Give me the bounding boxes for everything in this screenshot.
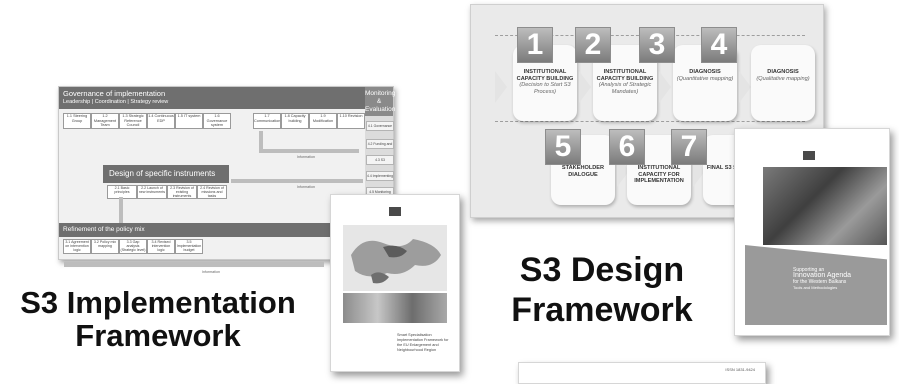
step-subtitle: (Quantitative mapping): [676, 75, 734, 82]
governance-item: 1.6 Governance system: [203, 113, 231, 129]
chevron-right-icon: [739, 71, 751, 103]
design-item: 2.2 Launch of new instruments: [137, 185, 167, 199]
information-label: Information: [202, 270, 220, 274]
step-number: 2: [575, 27, 611, 63]
monitoring-item: 4.2 Funding and skills: [366, 139, 394, 149]
flow-arrow-bottom: [64, 262, 324, 267]
governance-item: 1.3 Strategic Reference Council: [119, 113, 147, 129]
step-subtitle: (Decision to Start S3 Process): [519, 82, 571, 95]
design-instruments-title: Design of specific instruments: [109, 169, 216, 178]
cover-line: Tools and Methodologies: [793, 285, 838, 290]
step-title: DIAGNOSIS: [689, 69, 721, 75]
governance-item: 1.4 Continuous EDP: [147, 113, 175, 129]
cover-text: Smart Specialisation Implementation Fram…: [397, 333, 449, 352]
refinement-bar: Refinement of the policy mix: [59, 223, 365, 237]
title-line: Framework: [511, 291, 693, 329]
governance-bar: Governance of implementation Leadership …: [59, 87, 365, 109]
step-title: INSTITUTIONAL CAPACITY FOR IMPLEMENTATIO…: [634, 165, 684, 185]
step-title: DIAGNOSIS: [767, 69, 799, 75]
dashed-connector: [495, 121, 805, 122]
refinement-title: Refinement of the policy mix: [63, 226, 145, 233]
monitoring-item: 4.1 Governance mechanism: [366, 121, 394, 131]
step-number: 7: [671, 129, 707, 165]
step-number: 1: [517, 27, 553, 63]
information-label: Information: [297, 155, 315, 159]
cover-line: Innovation Agenda: [793, 272, 851, 279]
design-item: 2.4 Revision of missions and tasks: [197, 185, 227, 199]
design-instruments-bar: Design of specific instruments: [103, 165, 229, 183]
step-title: STAKEHOLDER DIALOGUE: [561, 165, 605, 178]
refinement-item: 3.1 Agreement on intervention logic: [63, 239, 91, 254]
step-number: 6: [609, 129, 645, 165]
eu-flag-icon: [389, 207, 401, 216]
cover-line: Supporting an: [793, 267, 825, 273]
flow-arrow: [259, 149, 359, 153]
third-report-cover: ISSN 1831-9424: [518, 362, 766, 384]
step-title: INSTITUTIONAL CAPACITY BUILDING: [516, 69, 574, 82]
cover-band: [745, 245, 887, 325]
information-label: Information: [297, 185, 315, 189]
eu-flag-icon: [803, 151, 815, 160]
monitoring-item: 4.4 Implementing monitoring: [366, 171, 394, 181]
governance-item: 1.5 IT system: [175, 113, 203, 129]
cover-line: for the Western Balkans: [793, 279, 847, 285]
title-line: S3 Design: [519, 251, 685, 289]
step-number: 4: [701, 27, 737, 63]
refinement-item: 3.5 Implementation budget: [175, 239, 203, 254]
governance-item: 1.8 Capacity building: [281, 113, 309, 129]
governance-item: 1.9 Modification: [309, 113, 337, 129]
step-title: INSTITUTIONAL CAPACITY BUILDING: [596, 69, 654, 82]
design-item: 2.3 Revision of existing instruments: [167, 185, 197, 199]
cover-photo-strip: [343, 293, 447, 323]
governance-title: Governance of implementation: [63, 89, 166, 98]
governance-subtitle: Leadership | Coordination | Strategy rev…: [63, 99, 169, 105]
title-line: S3 Implementation: [20, 285, 296, 320]
flow-arrow: [259, 131, 263, 153]
implementation-framework-diagram: Governance of implementation Leadership …: [58, 86, 395, 260]
monitoring-title: Monitoring & Evaluation: [365, 87, 395, 116]
step-subtitle: (Analysis of Strategic Mandates): [598, 82, 652, 95]
cover-code: ISSN 1831-9424: [725, 367, 755, 372]
flow-arrow: [231, 179, 363, 183]
governance-item: 1.1 Steering Group: [63, 113, 91, 129]
design-report-cover: Supporting an Innovation Agenda for the …: [734, 128, 890, 336]
chevron-right-icon: [495, 71, 507, 103]
cover-collage-image: [763, 167, 887, 245]
refinement-item: 3.2 Policy mix mapping: [91, 239, 119, 254]
refinement-item: 3.3 Gap analysis (Strategic level): [119, 239, 147, 254]
step-number: 3: [639, 27, 675, 63]
governance-item: 1.10 Revision: [337, 113, 365, 129]
governance-item: 1.7 Communication: [253, 113, 281, 129]
europe-map-icon: [343, 225, 447, 291]
chevron-right-icon: [659, 71, 671, 103]
step-number: 5: [545, 129, 581, 165]
refinement-item: 3.4 Revised intervention logic: [147, 239, 175, 254]
design-framework-title: S3 Design Framework: [482, 250, 722, 330]
design-step-4: DIAGNOSIS (Qualitative mapping): [751, 45, 815, 121]
flow-arrow: [119, 197, 123, 223]
step-subtitle: (Qualitative mapping): [756, 75, 810, 82]
implementation-framework-title: S3 Implementation Framework: [6, 286, 310, 352]
title-line: Framework: [75, 318, 241, 353]
cover-title-text: Supporting an Innovation Agenda for the …: [793, 267, 883, 291]
implementation-report-cover: Smart Specialisation Implementation Fram…: [330, 194, 460, 372]
governance-item: 1.2 Management Team: [91, 113, 119, 129]
chevron-right-icon: [579, 71, 591, 103]
monitoring-item: 4.3 S3 Scoreboard & indicators system: [366, 155, 394, 165]
